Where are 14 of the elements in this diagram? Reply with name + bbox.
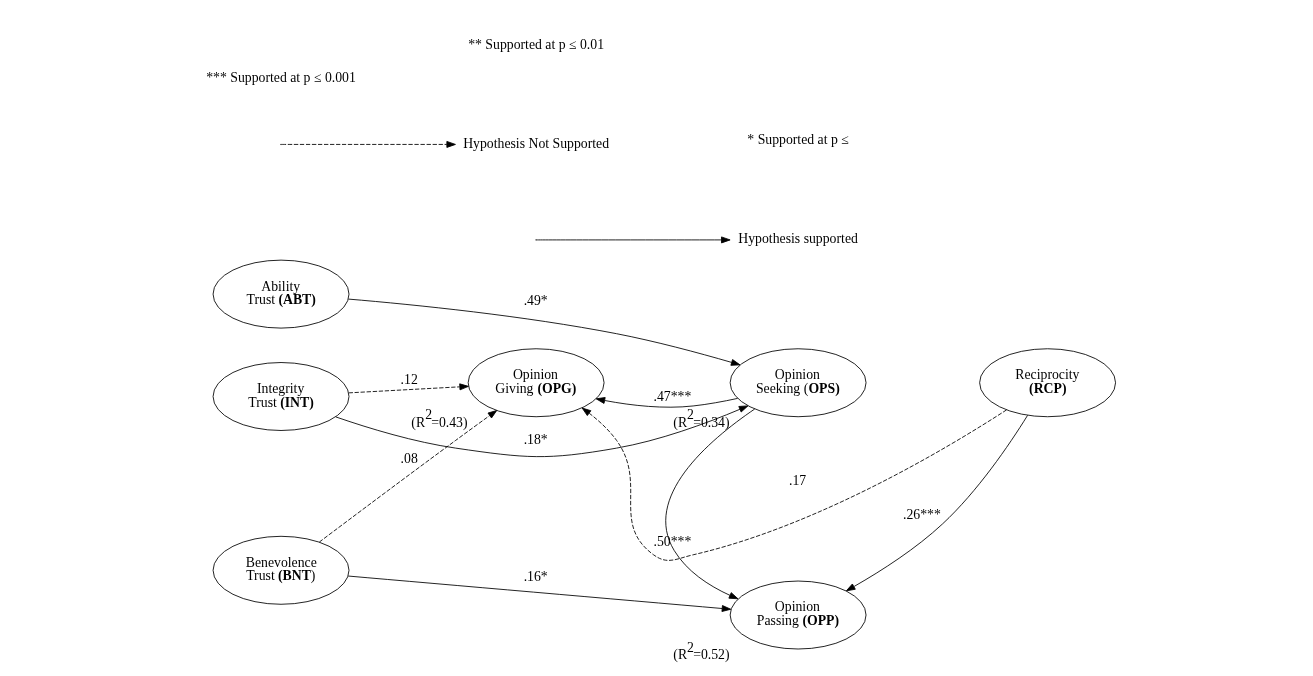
edge-label: .16* [523,569,548,585]
edge-label: .08 [400,451,418,467]
legend-label: Hypothesis supported [737,231,858,247]
edge-label: .26*** [902,507,941,523]
label: *** Supported at p ≤ 0.001 [205,70,356,86]
legend-label: Hypothesis Not Supported [462,135,609,151]
edge-label: .47*** [653,389,691,405]
label: * Supported at p ≤ [746,132,849,148]
edge-label: .50*** [653,534,691,550]
label: ** Supported at p ≤ 0.01 [467,36,604,52]
edge-label: .49* [523,293,548,309]
edge-label: .12 [400,372,418,388]
edge-label: .18* [523,431,548,447]
edge-label: .17 [788,472,806,488]
